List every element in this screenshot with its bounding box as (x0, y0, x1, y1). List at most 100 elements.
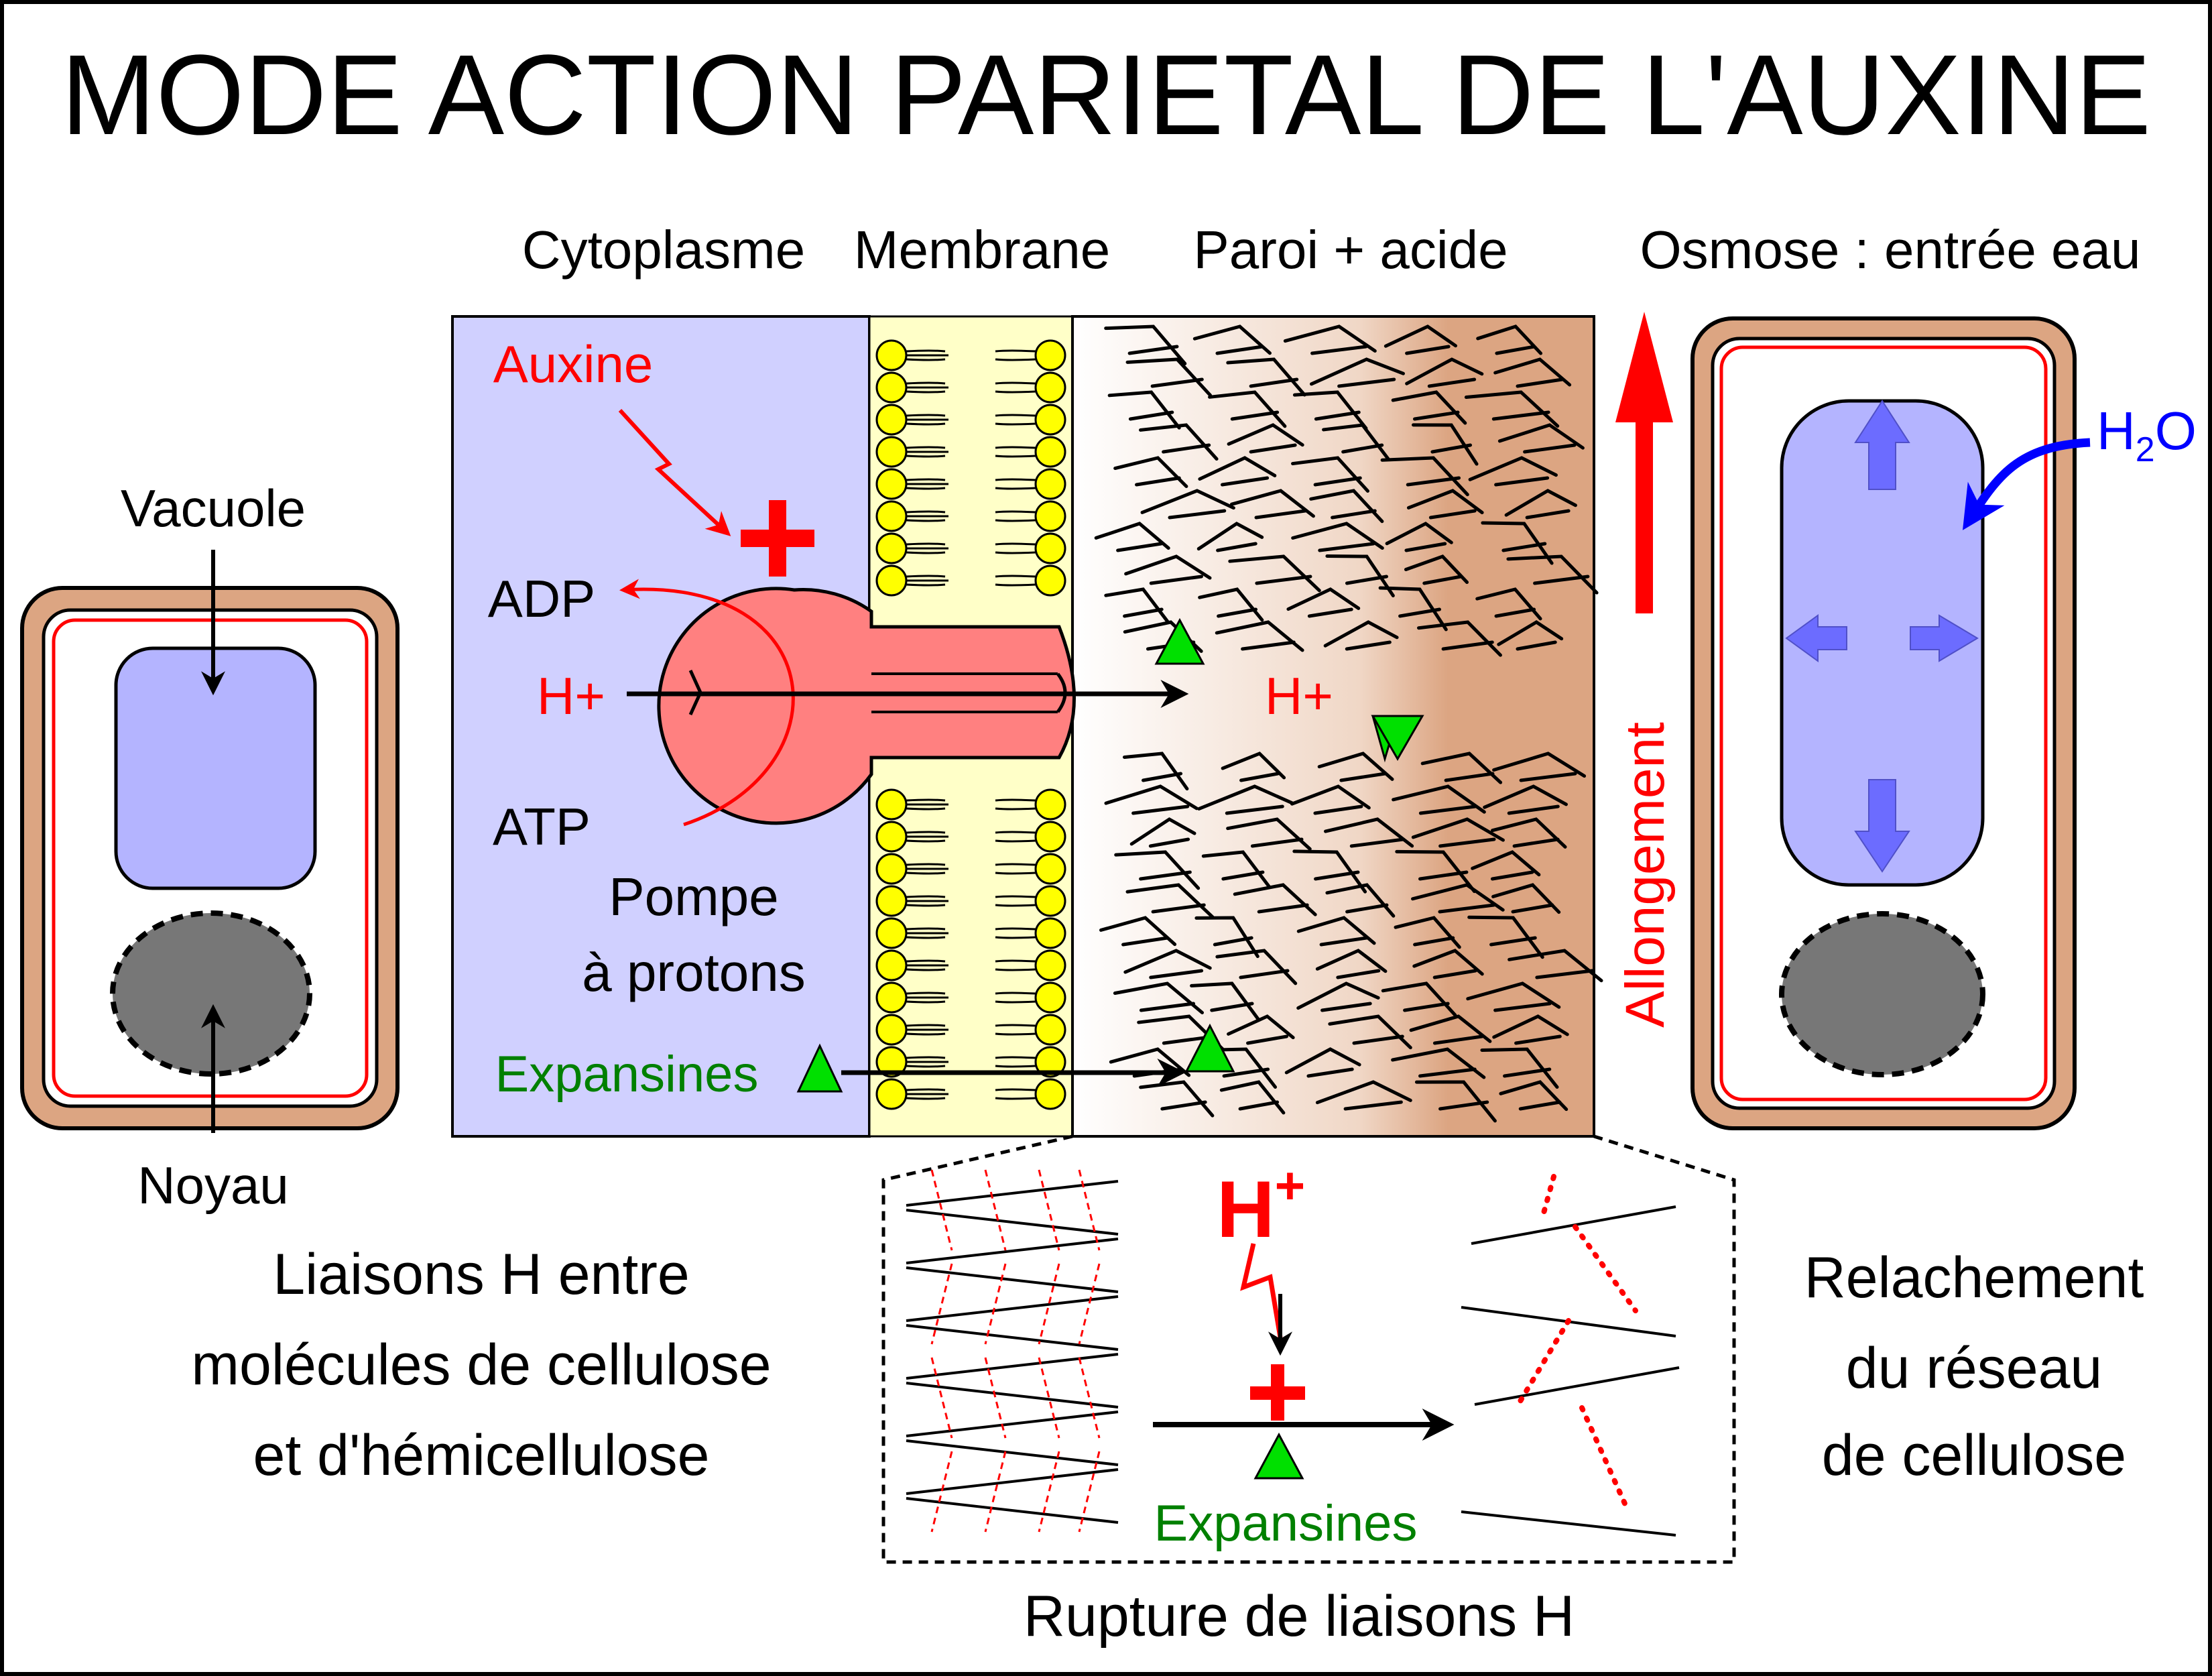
lipid-head (1034, 339, 1066, 371)
cellulose-fiber (1215, 949, 1298, 985)
lipid-tail (906, 542, 946, 554)
lipid-head (1034, 500, 1066, 532)
cellulose-fiber (1107, 390, 1181, 430)
hydrogen-bond (1038, 1357, 1060, 1439)
cellulose-chain (906, 1266, 1119, 1293)
cellulose-fiber (1464, 390, 1560, 428)
cellulose-fiber (1114, 850, 1201, 890)
lipid-head (875, 404, 908, 436)
cellulose-chain (906, 1382, 1119, 1409)
cellulose-fiber (1227, 1014, 1295, 1045)
lipid-head (875, 949, 908, 981)
zoom-lightning-icon (1240, 1243, 1283, 1338)
cellulose-fiber (1208, 390, 1287, 428)
water-label-o: O (2155, 401, 2197, 461)
cellulose-fiber (1228, 554, 1321, 593)
pump-label-line2: à protons (582, 943, 806, 1002)
atp-adp-arc (619, 579, 795, 827)
lipid-tail (995, 863, 1036, 875)
cellulose-fiber (1094, 522, 1170, 552)
bonds-label-line3: et d'hémicellulose (253, 1423, 710, 1488)
cellulose-fiber (1506, 554, 1599, 595)
cellulose-fiber (1508, 949, 1603, 983)
cellulose-fiber (1483, 784, 1568, 815)
cellulose-fiber (1139, 423, 1219, 461)
cellulose-fiber (1104, 324, 1187, 365)
lipid-head (1034, 1046, 1066, 1078)
lipid-tail (995, 927, 1036, 939)
cellulose-fiber (1491, 883, 1561, 914)
cellulose-fiber (1322, 423, 1390, 461)
cellulose-fiber (1219, 1080, 1286, 1115)
cellulose-fiber (1226, 817, 1312, 851)
cellulose-fiber (1492, 752, 1587, 782)
lipid-head (1034, 949, 1066, 981)
loosening-label-line2: du réseau (1846, 1336, 2103, 1400)
cellulose-chain (906, 1238, 1119, 1264)
zoom-callout (881, 1134, 1736, 1564)
cellulose-fiber (1412, 423, 1479, 466)
lipid-tail (906, 863, 946, 875)
cellulose-fiber (1292, 390, 1368, 430)
lipid-tail (995, 510, 1036, 522)
cellulose-fiber (1315, 949, 1388, 979)
lipid-tail (906, 798, 946, 811)
header-osmosis: Osmose : entrée eau (1640, 220, 2140, 280)
hydrogen-bond (984, 1357, 1007, 1439)
cellulose-fiber (1290, 784, 1371, 815)
cellulose-fiber (1409, 1014, 1492, 1045)
water-entry-arrow (1962, 438, 2091, 530)
hydrogen-bond (1078, 1169, 1101, 1251)
cellulose-fiber (1104, 587, 1170, 624)
lipid-tail (906, 446, 946, 458)
cellulose-fiber (1324, 817, 1414, 848)
cellulose-fiber (1412, 949, 1484, 979)
lipid-tail (906, 1088, 946, 1100)
left-cell-membrane (52, 618, 369, 1098)
lipid-tail (906, 1056, 946, 1068)
cellulose-fiber (1198, 456, 1277, 487)
cellulose-fiber (1491, 817, 1567, 849)
lipid-head (875, 821, 908, 853)
swell-down-arrow-icon (1854, 779, 1910, 873)
right-nucleus (1779, 911, 1985, 1077)
lipid-tail (995, 895, 1036, 907)
lipid-tail (906, 510, 946, 522)
cellulose-fiber (1493, 357, 1572, 388)
cellulose-fiber (1420, 752, 1503, 784)
lipid-tail (906, 895, 946, 907)
wall-region (1071, 315, 1595, 1138)
atp-label: ATP (493, 797, 591, 856)
right-cell (1691, 316, 2091, 1130)
cellulose-chain (906, 1295, 1119, 1322)
hydrogen-bond (1078, 1357, 1101, 1439)
expansin-triangle-icon (1184, 1023, 1235, 1073)
bonds-label-line2: molécules de cellulose (191, 1333, 771, 1397)
cellulose-fiber (1411, 817, 1505, 848)
elongation-arrow (1615, 312, 1673, 613)
lipid-tail (906, 831, 946, 843)
cellulose-fiber (1201, 850, 1272, 889)
lipid-head (875, 788, 908, 821)
cellulose-chain (906, 1209, 1119, 1236)
lipid-head (1034, 1014, 1066, 1046)
cellulose-chain (906, 1324, 1119, 1351)
lipid-bilayer (875, 339, 1066, 1110)
cellulose-fiber (1468, 456, 1558, 487)
lipid-head (875, 1078, 908, 1110)
cellulose-fiber (1392, 784, 1486, 815)
lipid-head (1034, 564, 1066, 597)
page-title: MODE ACTION PARIETAL DE L'AUXINE (61, 32, 2151, 159)
cellulose-fiber (1475, 587, 1542, 621)
cellulose-fiber (1296, 916, 1376, 947)
expansins-label: Expansines (495, 1046, 759, 1103)
hydrogen-bond (1038, 1169, 1060, 1251)
cellulose-fiber (1497, 620, 1564, 651)
cellulose-fiber (1104, 784, 1199, 815)
h-plus-out-label: H+ (1265, 666, 1333, 725)
lipid-head (1034, 853, 1066, 885)
cellulose-fiber (1125, 357, 1213, 398)
header-wall: Paroi + acide (1193, 220, 1508, 280)
cellulose-fiber (1481, 521, 1554, 565)
lipid-head (875, 981, 908, 1014)
